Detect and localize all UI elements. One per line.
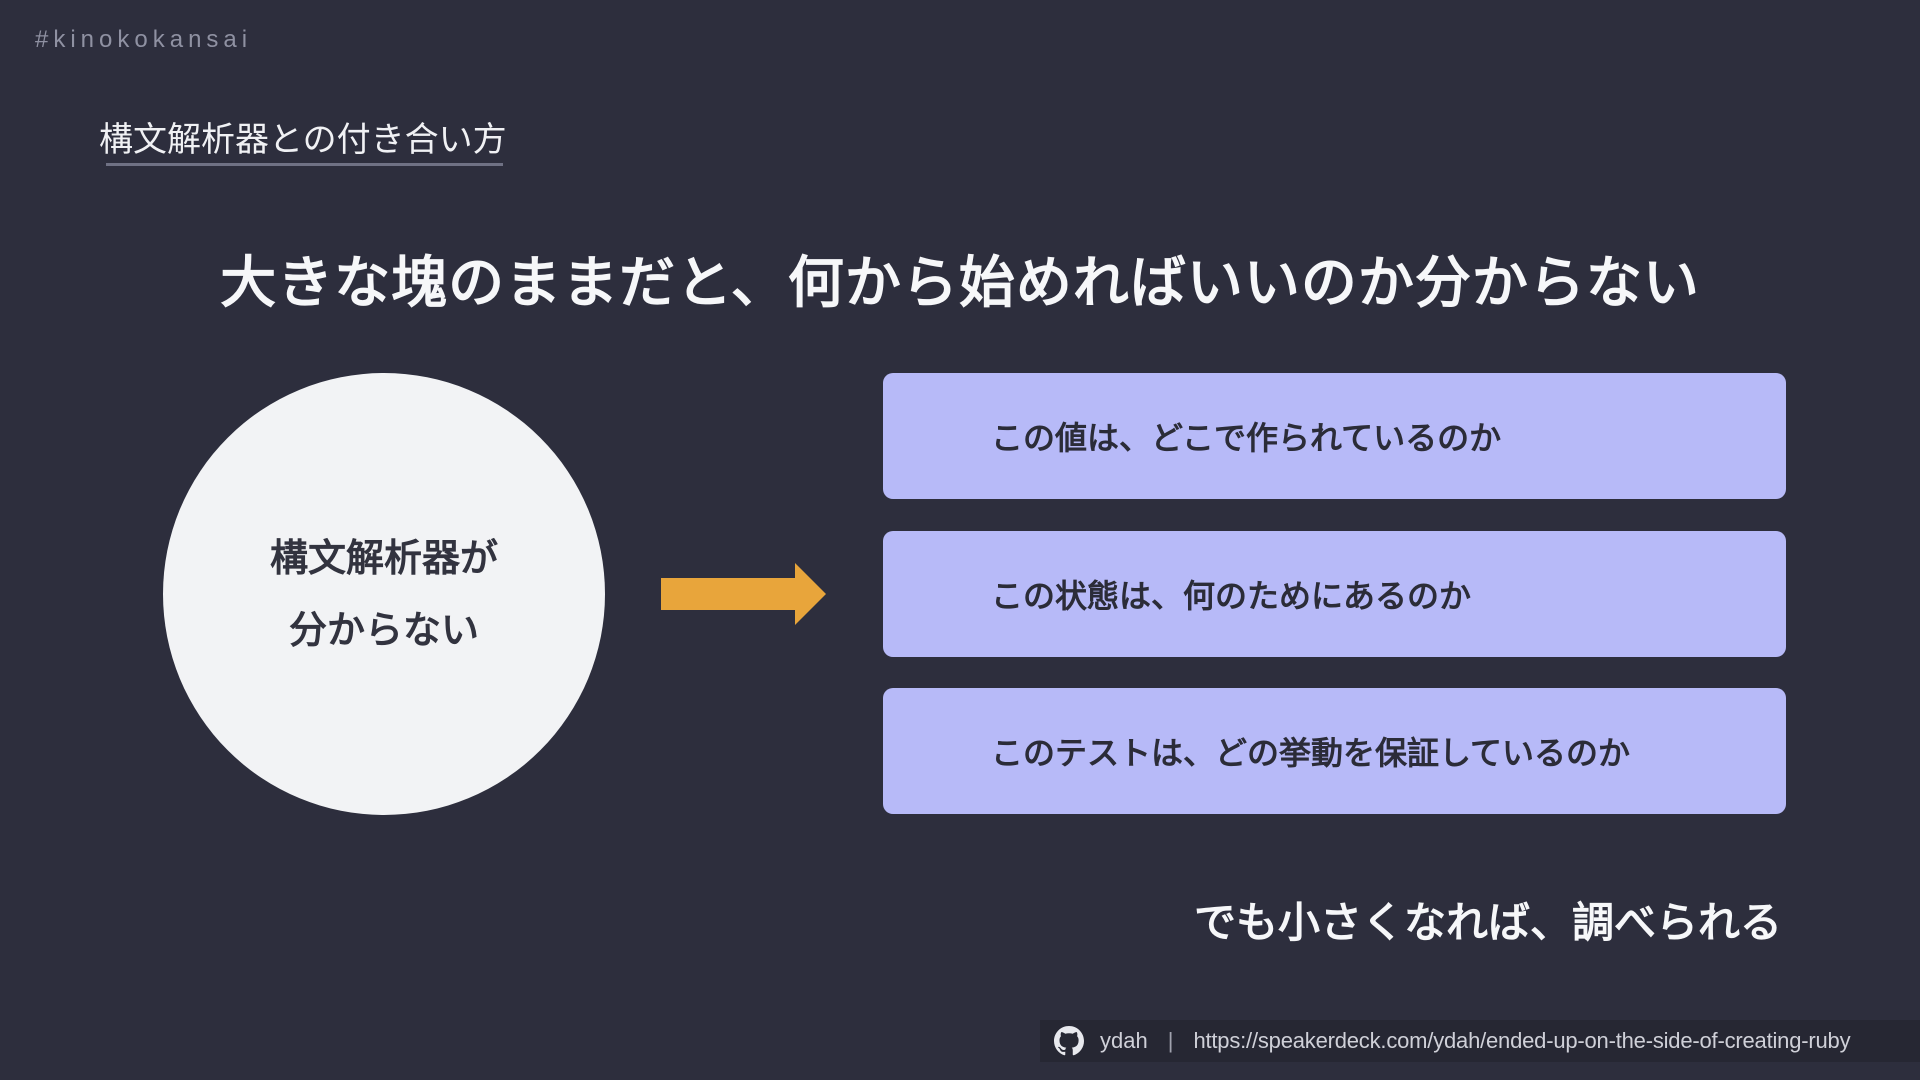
hashtag: #kinokokansai <box>35 26 253 53</box>
footer-separator: | <box>1167 1028 1174 1053</box>
section-title: 構文解析器との付き合い方 <box>99 120 507 160</box>
question-box-3: このテストは、どの挙動を保証しているのか <box>883 688 1786 814</box>
right-arrow-icon <box>661 563 826 625</box>
section-title-underline <box>106 163 503 166</box>
conclusion-text: でも小さくなれば、調べられる <box>1193 898 1782 947</box>
question-label-2: この状態は、何のためにあるのか <box>991 577 1472 615</box>
footer-bar: ydah | https://speakerdeck.com/ydah/ende… <box>1040 1020 1920 1062</box>
question-box-1: この値は、どこで作られているのか <box>883 373 1786 499</box>
footer-url-link[interactable]: https://speakerdeck.com/ydah/ended-up-on… <box>1193 1028 1851 1053</box>
github-icon <box>1054 1026 1084 1056</box>
question-label-1: この値は、どこで作られているのか <box>991 419 1502 457</box>
footer-username: ydah <box>1100 1028 1148 1053</box>
main-heading: 大きな塊のままだと、何から始めればいいのか分からない <box>220 251 1700 316</box>
circle-text-line-2: 分からない <box>288 608 479 652</box>
circle-text-line-1: 構文解析器が <box>269 536 498 580</box>
question-label-3: このテストは、どの挙動を保証しているのか <box>991 734 1631 772</box>
question-box-2: この状態は、何のためにあるのか <box>883 531 1786 657</box>
problem-circle: 構文解析器が 分からない <box>163 373 605 815</box>
